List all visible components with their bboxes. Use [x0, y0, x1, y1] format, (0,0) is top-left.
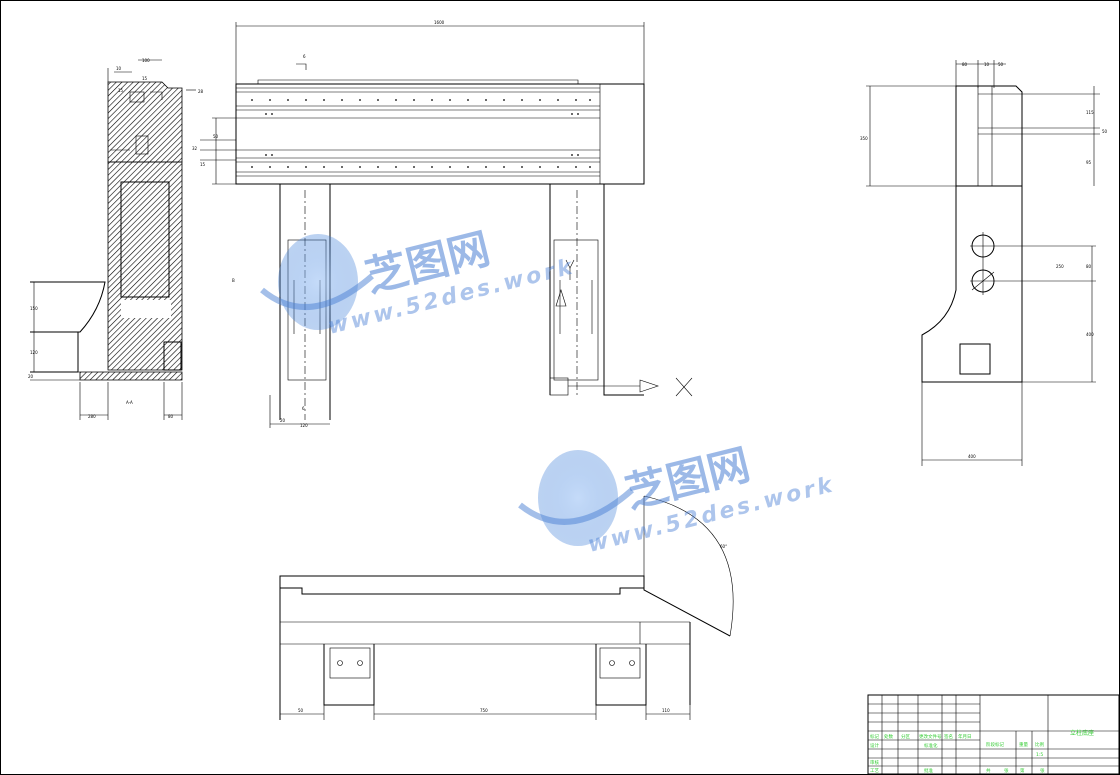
- dim-right-80: 80: [962, 62, 968, 67]
- title-col-label-5: 年月日: [958, 733, 972, 740]
- title-weight-label: 重量: [1019, 741, 1028, 748]
- dim-section-80: 80: [168, 414, 174, 419]
- title-row-label-1: 标记: [870, 733, 879, 740]
- dim-section-280: 280: [88, 414, 96, 419]
- dim-total-length: 1600: [434, 20, 445, 25]
- dim-right-width: 400: [968, 454, 976, 459]
- dim-section-150: 150: [30, 306, 38, 311]
- title-approve-label: 批准: [924, 767, 933, 774]
- center-mark: B: [232, 278, 235, 283]
- dim-leg-small: 6: [302, 406, 305, 411]
- title-row-label-2: 设计: [870, 742, 879, 749]
- dim-section-120: 120: [30, 350, 38, 355]
- dim-section-20: 20: [28, 374, 34, 379]
- dim-right-50: 50: [998, 62, 1004, 67]
- rail-holes-top: [251, 99, 591, 168]
- dim-section-angle: 15: [142, 76, 148, 81]
- dim-front-mid: 750: [480, 708, 488, 713]
- dim-right-50b: 50: [1102, 129, 1108, 134]
- dim-section-10: 10: [116, 66, 122, 71]
- dim-front-left: 50: [298, 708, 304, 713]
- dim-leg-width: 120: [300, 423, 308, 428]
- main-top-view: 1600: [192, 20, 693, 428]
- dim-section-100: 100: [142, 58, 150, 63]
- dim-rail-15: 15: [200, 162, 206, 167]
- dim-right-10: 10: [984, 62, 990, 67]
- title-col-label-3: 更改文件号: [919, 733, 942, 740]
- dim-right-400: 400: [1086, 332, 1094, 337]
- drawing-name: 立柱底座: [1070, 729, 1094, 737]
- dim-rail-50: 50: [213, 134, 219, 139]
- title-scale-value: 1:5: [1036, 752, 1043, 758]
- title-col-label-4: 签名: [944, 733, 953, 740]
- dim-section-28: 28: [198, 89, 204, 94]
- dim-top-small: 6: [303, 54, 306, 59]
- section-view-aa: 100 10 15 28 15 150 120 20 280 80 A-A: [28, 58, 204, 420]
- title-sheet-3: 第: [1020, 767, 1025, 774]
- right-side-view: 80 10 50 350 115 50 95 400 250 80: [860, 60, 1108, 466]
- dim-right-95: 95: [1086, 160, 1092, 165]
- title-stage-label: 阶段标记: [986, 741, 1004, 748]
- watermark-1: 芝图网 www.52des.work: [260, 224, 577, 340]
- title-standard-label: 标准化: [924, 742, 938, 749]
- dim-right-hole: 80: [1086, 264, 1092, 269]
- dim-angle: 60°: [720, 544, 727, 549]
- title-block: 标记 设计 审核 工艺 处数 分区 更改文件号 签名 年月日 标准化 批准 阶段…: [867, 694, 1120, 775]
- title-scale-label: 比例: [1035, 741, 1044, 748]
- dim-front-right: 110: [662, 708, 670, 713]
- dim-right-115: 115: [1086, 110, 1094, 115]
- title-row-label-3: 审核: [870, 759, 879, 766]
- title-sheet-2: 张: [1004, 767, 1009, 774]
- front-view: 60° 50 750 110: [279, 495, 734, 720]
- dim-leg-left: 20: [280, 418, 286, 423]
- title-col-label-2: 分区: [901, 733, 910, 740]
- watermark-2: 芝图网 www.52des.work: [518, 440, 837, 558]
- title-sheet-4: 张: [1040, 767, 1045, 774]
- title-sheet-1: 共: [986, 767, 991, 774]
- dim-section-15: 15: [118, 88, 124, 93]
- title-row-label-4: 工艺: [870, 768, 879, 774]
- dim-rail-32: 32: [192, 146, 198, 151]
- dim-right-250: 250: [1056, 264, 1064, 269]
- section-label: A-A: [126, 400, 133, 405]
- dim-right-350: 350: [860, 136, 868, 141]
- title-col-label-1: 处数: [884, 733, 893, 740]
